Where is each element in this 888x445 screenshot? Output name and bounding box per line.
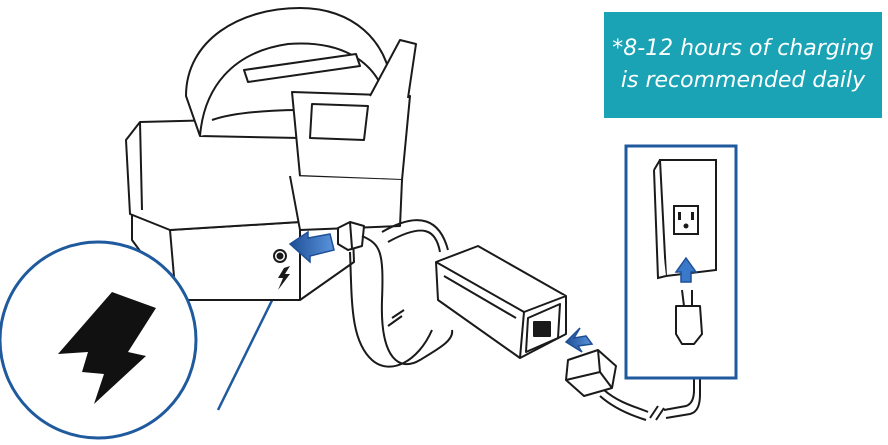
port-lightning-icon (278, 266, 290, 290)
break-mark-icon (387, 309, 405, 327)
adapter-arrow-icon (564, 327, 594, 353)
ac-cable (599, 344, 701, 421)
dc-cable (349, 219, 454, 368)
lightning-bolt-icon (58, 292, 156, 404)
arrow-icon (288, 230, 335, 264)
outlet-arrow-icon (674, 256, 698, 283)
charging-dock (125, 7, 417, 301)
note-line-1: *8-12 hours of charging (612, 36, 874, 61)
power-adapter (435, 245, 567, 359)
dc-plug (337, 221, 365, 251)
note-line-2: is recommended daily (620, 68, 866, 93)
wall-plug (675, 289, 703, 345)
ac-break-mark-icon (649, 405, 665, 421)
iec-plug (565, 349, 617, 397)
charging-note: *8-12 hours of charging is recommended d… (604, 12, 882, 118)
outlet-icon (673, 205, 699, 235)
